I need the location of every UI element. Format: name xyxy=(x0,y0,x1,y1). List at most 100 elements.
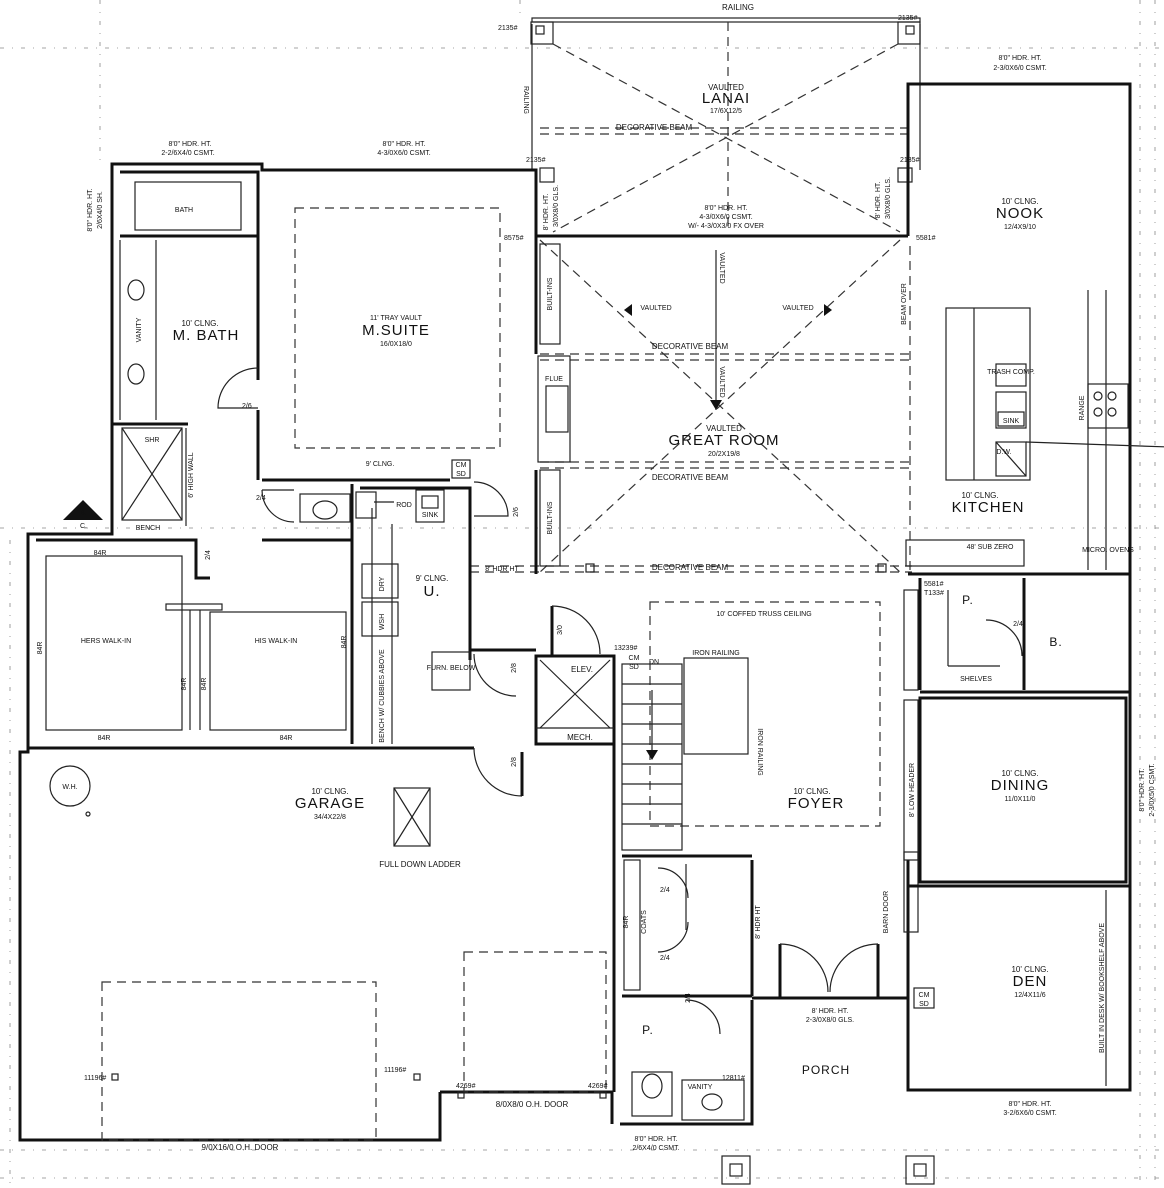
mbath-bench: BENCH xyxy=(136,525,161,532)
lanai-railing-top: RAILING xyxy=(722,3,754,12)
builtins-lower: BUILT-INS xyxy=(547,501,554,534)
foyer-ceiling: 10' CLNG. xyxy=(793,787,830,796)
nook-name: NOOK xyxy=(996,205,1044,222)
dining-room xyxy=(918,696,1128,884)
entry-hdr: 8' HDR. HT. xyxy=(812,1008,849,1015)
beam-over-label: BEAM OVER xyxy=(901,283,908,325)
pantry-door: 2/4 xyxy=(1013,621,1023,628)
coat-door-b: 2/4 xyxy=(660,955,670,962)
kitchen xyxy=(905,290,1164,576)
powder-window: 2/6X4/0 CSMT. xyxy=(632,1145,679,1152)
closet-rod-6: 84R xyxy=(201,678,208,691)
nook-ceiling: 10' CLNG. xyxy=(1001,197,1038,206)
foyer-ceiling-note: 10' COFFED TRUSS CEILING xyxy=(716,611,811,618)
den-window-hdr: 8'0" HDR. HT. xyxy=(1008,1101,1051,1108)
den-name: DEN xyxy=(1013,973,1048,990)
kitchen-dw-label: D.W. xyxy=(996,449,1011,456)
flue-label: FLUE xyxy=(545,376,563,383)
kitchen-sink-label: SINK xyxy=(1003,418,1020,425)
dining-side-window: 2-3/0X5/0 CSMT. xyxy=(1149,763,1156,816)
lanai-point-se: 2135# xyxy=(900,157,920,164)
laundry-hdr: 8' HDR HT xyxy=(485,566,519,573)
closet-rod-7: 84R xyxy=(341,636,348,649)
pantry-shelves: SHELVES xyxy=(960,676,992,683)
pantry-bath xyxy=(903,578,1130,933)
elevator-label: ELEV. xyxy=(571,665,593,674)
column-right-inner xyxy=(913,1163,927,1177)
laundry-bench: BENCH W/ CUBBIES ABOVE xyxy=(379,649,386,743)
stair-down: DN xyxy=(649,659,659,666)
water-heater-label: W.H. xyxy=(62,784,77,791)
garage-size: 34/4X22/8 xyxy=(314,814,346,821)
laundry-sd: SD xyxy=(456,471,466,478)
closet-rod-2: 84R xyxy=(98,735,111,742)
garage-point-left: 11196# xyxy=(84,1075,106,1082)
den-size: 12/4X11/6 xyxy=(1014,992,1046,999)
closet-door-a: 2/4 xyxy=(256,495,266,502)
mbath-ceiling: 10' CLNG. xyxy=(181,319,218,328)
great-vaulted-mid: VAULTED xyxy=(718,366,725,397)
laundry-dryer: DRY xyxy=(379,576,386,591)
great-side-hdr-left: 8' HDR. HT. xyxy=(543,194,550,231)
mbath-vanity-label: VANITY xyxy=(136,317,143,342)
kitchen-range-label: RANGE xyxy=(1079,395,1086,420)
foyer-name: FOYER xyxy=(788,795,845,812)
nook-window-hdr: 8'0" HDR. HT. xyxy=(998,55,1041,62)
closet-his-1: HIS WALK-IN xyxy=(255,638,298,645)
mbath-wall-note: 6' HIGH WALL xyxy=(188,452,195,498)
great-side-door-right: 3/0X8/0 GLS. xyxy=(885,177,892,219)
msuite-window-hdr: 8'0" HDR. HT. xyxy=(382,141,425,148)
msuite-ceiling-note: 9' CLNG. xyxy=(366,461,395,468)
lanai-ceiling: VAULTED xyxy=(708,83,744,92)
kitchen-point-2: T133# xyxy=(924,590,944,597)
closet-door-b: 2/4 xyxy=(205,550,212,560)
core-sd: SD xyxy=(629,664,639,671)
garage-ceiling: 10' CLNG. xyxy=(311,787,348,796)
furnace-label: FURN. BELOW xyxy=(427,665,476,672)
great-size: 20/2X19/8 xyxy=(708,451,740,458)
garage-point-mid: 11196# xyxy=(384,1067,406,1074)
iron-railing-side: IRON RAILING xyxy=(756,728,763,775)
laundry-room xyxy=(299,486,472,744)
great-room xyxy=(470,236,912,574)
lanai-point-nw: 2135# xyxy=(498,25,518,32)
mech-label: MECH. xyxy=(567,733,593,742)
coats-label: COATS xyxy=(641,910,648,934)
coats-rod: 84R xyxy=(623,916,630,929)
lanai-name: LANAI xyxy=(702,90,750,107)
core-door-1: 2/8 xyxy=(511,663,518,673)
mbath-tub-label: BATH xyxy=(175,207,193,214)
laundry-washer: WSH xyxy=(379,614,386,630)
core-rooms xyxy=(431,605,616,797)
powder-door: 2/4 xyxy=(685,993,692,1003)
laundry-door: 2/6 xyxy=(513,507,520,517)
great-window: 4-3/0X6/0 CSMT. xyxy=(699,214,752,221)
bath-marker-icon xyxy=(63,500,103,520)
pull-down-ladder: FULL DOWN LADDER xyxy=(379,860,461,869)
kitchen-point: 5581# xyxy=(924,581,944,588)
great-window-over: W/- 4-3/0X3/0 FX OVER xyxy=(688,223,764,230)
kitchen-trash-label: TRASH COMP. xyxy=(987,369,1035,376)
iron-railing-top: IRON RAILING xyxy=(692,650,739,657)
kitchen-ceiling: 10' CLNG. xyxy=(961,491,998,500)
core-door-3: 2/8 xyxy=(511,757,518,767)
column-right xyxy=(905,1155,935,1185)
den-sd: SD xyxy=(919,1001,929,1008)
foyer xyxy=(612,601,908,1121)
garage-door-large: 9/0X16/0 O.H. DOOR xyxy=(202,1143,279,1152)
entry-door: 2-3/0X8/0 GLS. xyxy=(806,1017,854,1024)
lanai-railing-side: RAILING xyxy=(522,86,529,114)
lanai-beam-label: DECORATIVE BEAM xyxy=(616,123,693,132)
core-cm: CM xyxy=(629,655,640,662)
msuite-name: M.SUITE xyxy=(362,322,430,339)
great-vaulted-left: VAULTED xyxy=(640,305,671,312)
garage-point-b: 4269# xyxy=(588,1083,608,1090)
closet-rod-5: 84R xyxy=(181,678,188,691)
mbath-side-hdr: 8'0" HDR. HT. xyxy=(87,188,94,231)
mbath-name: M. BATH xyxy=(173,327,240,344)
dining-low-header: 8' LOW HEADER xyxy=(909,763,916,817)
great-vaulted-right: VAULTED xyxy=(782,305,813,312)
pantry-name: P. xyxy=(962,593,974,607)
column-left xyxy=(721,1155,751,1185)
